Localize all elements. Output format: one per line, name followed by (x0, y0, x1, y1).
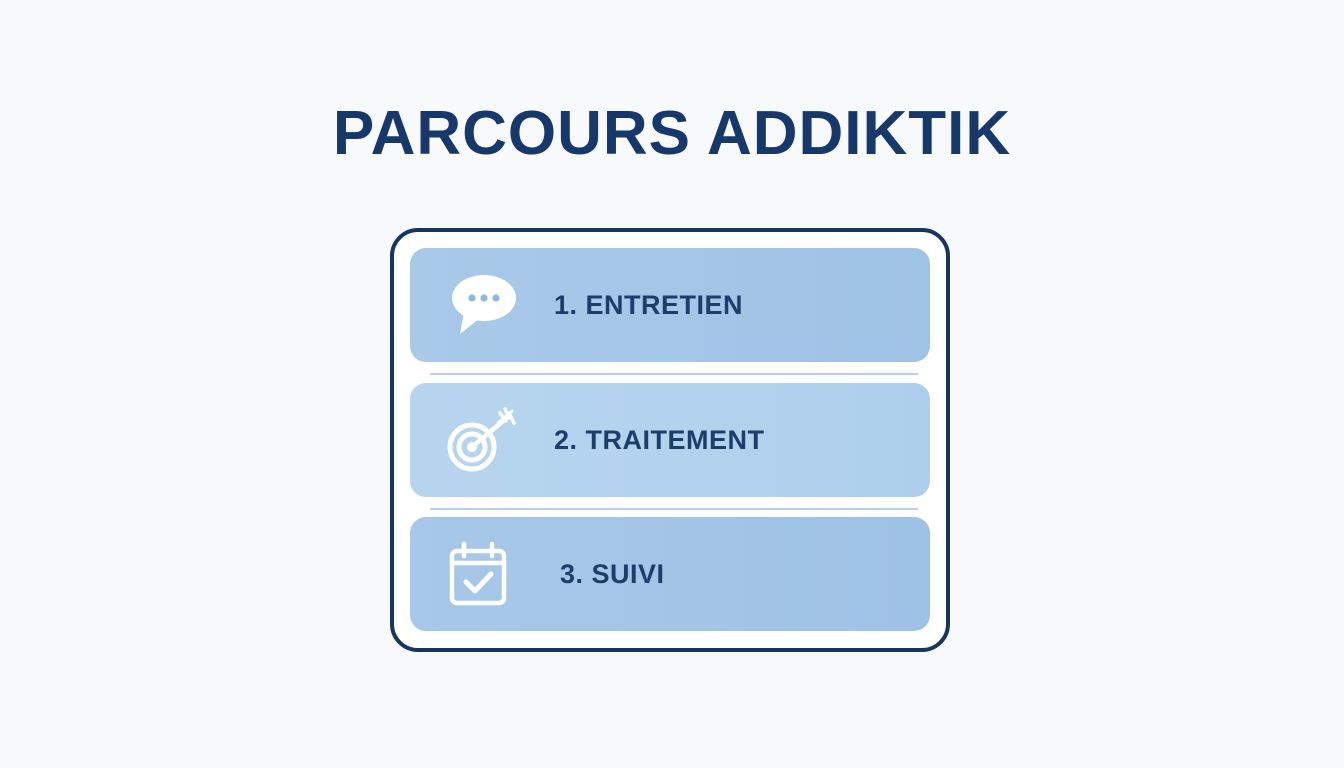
step-divider (430, 373, 918, 375)
process-panel: 1. ENTRETIEN 2. TRAITEMENT (390, 228, 950, 652)
calendar-check-icon (442, 541, 522, 609)
step-suivi: 3. SUIVI (410, 517, 930, 631)
step-label-entretien: 1. ENTRETIEN (554, 290, 744, 320)
step-label-suivi: 3. SUIVI (560, 559, 665, 589)
step-traitement: 2. TRAITEMENT (410, 383, 930, 497)
step-label-traitement: 2. TRAITEMENT (554, 425, 765, 455)
step-entretien: 1. ENTRETIEN (410, 248, 930, 362)
step-divider (430, 508, 918, 510)
target-arrow-icon (442, 407, 522, 475)
speech-bubble-icon (442, 272, 522, 340)
page-title: PARCOURS ADDIKTIK (332, 99, 1012, 168)
